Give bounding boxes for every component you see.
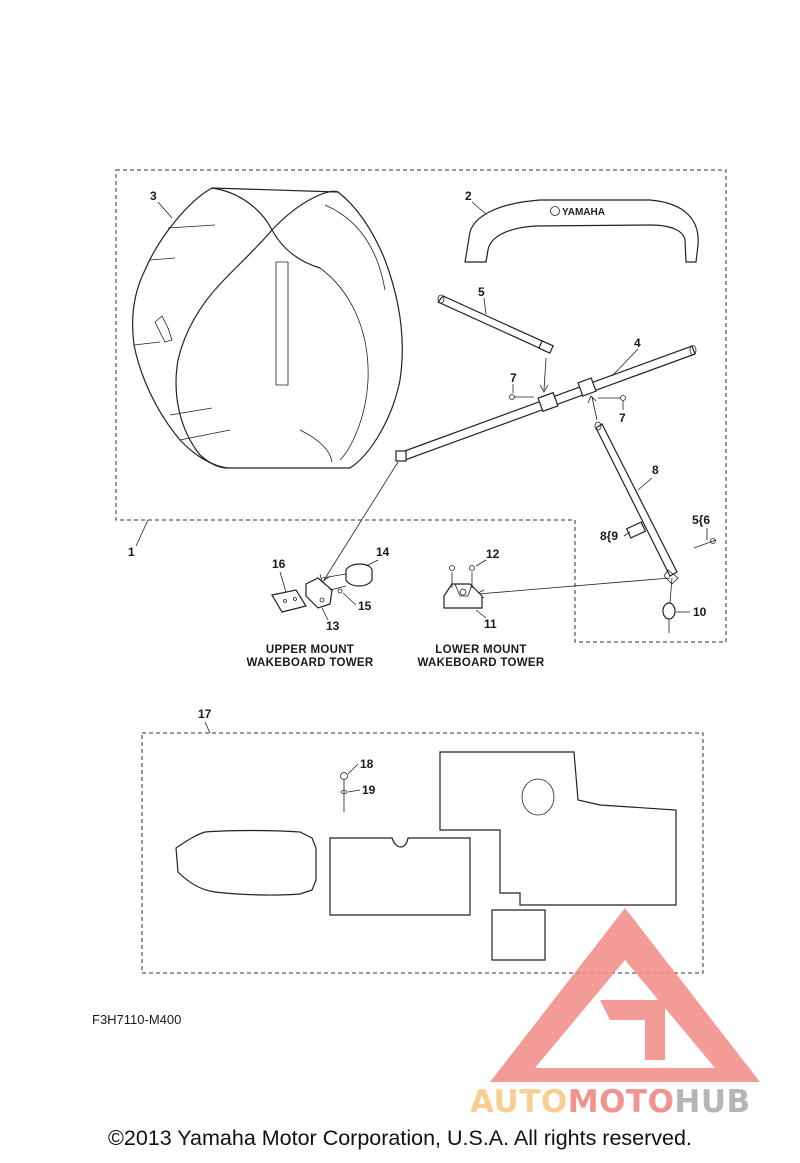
callout-5-6: 5{6: [692, 513, 710, 527]
watermark-logo: AUTOMOTOHUB: [470, 908, 760, 1120]
callout-1: 1: [128, 545, 135, 559]
cover-print-text: YAMAHA: [562, 207, 605, 218]
callout-7b: 7: [619, 411, 626, 425]
copyright-notice: ©2013 Yamaha Motor Corporation, U.S.A. A…: [108, 1126, 692, 1150]
upper-mount-caption-line2: WAKEBOARD TOWER: [247, 657, 374, 669]
part-10-pin: [662, 577, 676, 633]
callout-15: 15: [358, 599, 372, 613]
callout-13: 13: [326, 619, 340, 633]
lower-mount-caption-line1: LOWER MOUNT: [435, 644, 526, 656]
part-4-main-tube: [395, 345, 697, 462]
callout-14: 14: [376, 545, 390, 559]
callout-17: 17: [198, 707, 212, 721]
callout-10: 10: [693, 605, 707, 619]
group-1-outline: [115, 169, 727, 643]
callout-8-9: 8{9: [600, 529, 618, 543]
part-8-support-tube: [594, 421, 679, 585]
lower-mount-parts: [443, 565, 483, 609]
yamaha-tuning-fork-icon: [550, 206, 560, 216]
svg-text:AUTOMOTOHUB: AUTOMOTOHUB: [470, 1084, 751, 1120]
callout-2: 2: [465, 189, 472, 203]
watermark-text-auto: AUTO: [470, 1084, 568, 1120]
upper-mount-caption-line1: UPPER MOUNT: [266, 644, 354, 656]
part-2-tower-cover: YAMAHA: [464, 199, 699, 263]
callout-4: 4: [634, 336, 641, 350]
upper-mount-parts: [271, 563, 373, 613]
callout-12: 12: [486, 547, 500, 561]
watermark-text-hub: HUB: [674, 1084, 750, 1120]
part-17-mat-set: [175, 751, 677, 961]
callout-8: 8: [652, 463, 659, 477]
part-7-screws: [509, 394, 626, 401]
watermark-triangle-icon: [490, 908, 760, 1082]
callout-18: 18: [360, 757, 374, 771]
callout-7a: 7: [510, 371, 517, 385]
diagram-code: F3H7110-M400: [92, 1012, 181, 1027]
callout-11: 11: [484, 617, 497, 631]
part-5-tube: [437, 294, 554, 354]
callout-3: 3: [150, 189, 157, 203]
callout-5: 5: [478, 285, 485, 299]
watermark-text-moto: MOTO: [568, 1084, 675, 1120]
part-3-boot-cover: [132, 187, 403, 469]
lower-mount-caption-line2: WAKEBOARD TOWER: [418, 657, 545, 669]
group-17-outline: [141, 732, 704, 974]
callout-19: 19: [362, 783, 376, 797]
callout-16: 16: [272, 557, 286, 571]
